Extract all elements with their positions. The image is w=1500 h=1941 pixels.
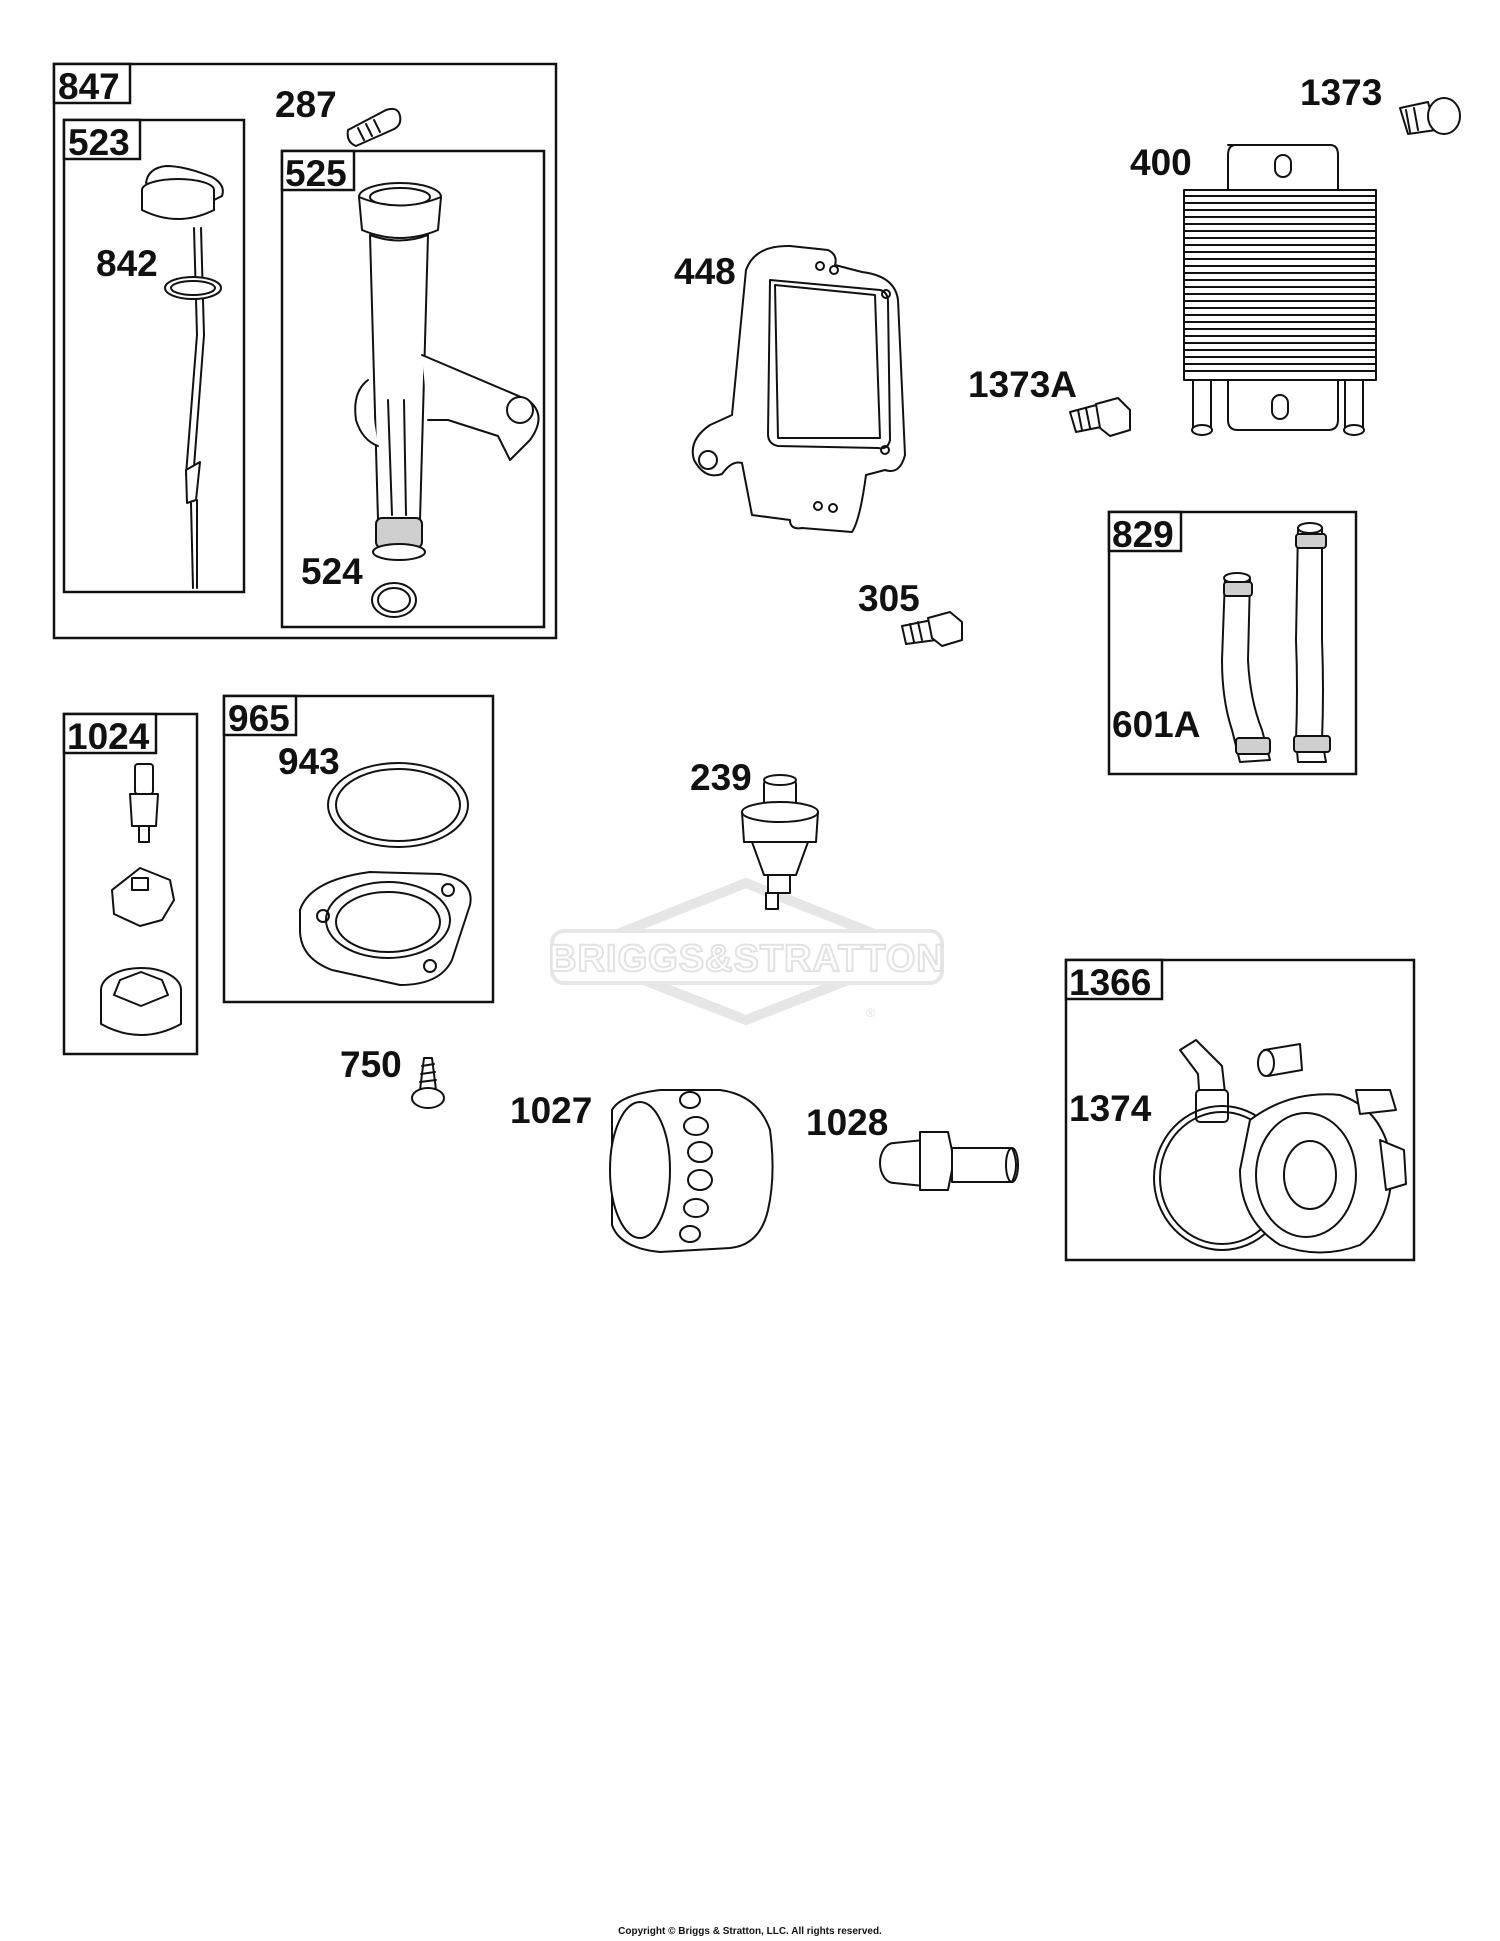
- gasket-448: [691, 244, 906, 533]
- watermark-brand-text: BRIGGS&STRATTON: [549, 938, 945, 980]
- kit-523-frame: [62, 118, 246, 594]
- label-287: 287: [275, 84, 337, 125]
- hose-601A: [1221, 522, 1331, 763]
- brand-watermark: BRIGGS&STRATTON ®: [548, 877, 945, 1026]
- oil-cooler-400: [1183, 144, 1377, 436]
- inner-rotor: [111, 867, 175, 927]
- label-1374: 1374: [1069, 1088, 1152, 1129]
- label-239: 239: [690, 757, 752, 798]
- kit-965-frame: [222, 694, 495, 1004]
- label-523: 523: [68, 122, 130, 163]
- kit-829-frame: [1107, 510, 1358, 776]
- label-943: 943: [278, 741, 340, 782]
- screw-305: [901, 611, 963, 647]
- label-847: 847: [58, 66, 120, 107]
- elbow-fitting: [1179, 1039, 1229, 1123]
- label-1373A: 1373A: [968, 364, 1077, 405]
- o-ring-943: [327, 762, 469, 848]
- label-525: 525: [285, 153, 347, 194]
- dipstick-tube-525: [354, 182, 540, 561]
- outer-rotor: [100, 967, 182, 1036]
- screw-287: [346, 107, 402, 147]
- kit-829: 829 601A: [1107, 510, 1358, 776]
- dipstick-523: [141, 165, 224, 589]
- label-750: 750: [340, 1044, 402, 1085]
- label-601A: 601A: [1112, 704, 1200, 745]
- label-448: 448: [674, 251, 736, 292]
- kit-1366: 1366 1374: [1064, 958, 1416, 1262]
- label-1024: 1024: [67, 716, 150, 757]
- kit-1366-frame: [1064, 958, 1416, 1262]
- label-305: 305: [858, 578, 920, 619]
- pump-cover-gasket: [299, 871, 472, 986]
- label-1027: 1027: [510, 1090, 592, 1131]
- label-965: 965: [228, 698, 290, 739]
- watermark-registered-mark: ®: [866, 1006, 875, 1020]
- label-1366: 1366: [1069, 962, 1151, 1003]
- kit-847-frame: [52, 62, 558, 640]
- label-842: 842: [96, 243, 158, 284]
- label-1373: 1373: [1300, 72, 1382, 113]
- kit-965: 965 943: [222, 694, 495, 1004]
- label-524: 524: [301, 551, 363, 592]
- screw-750: [411, 1057, 445, 1109]
- filter-adapter-1374: [1239, 1043, 1407, 1254]
- kit-525-frame: [280, 149, 546, 629]
- label-829: 829: [1112, 514, 1174, 555]
- filter-nipple-1028: [879, 1131, 1019, 1191]
- screw-1373: [1399, 97, 1461, 135]
- kit-847: 847 523 842 525: [52, 62, 558, 640]
- copyright-notice: Copyright © Briggs & Stratton, LLC. All …: [618, 1926, 882, 1937]
- label-1028: 1028: [806, 1102, 888, 1143]
- pump-shaft: [129, 763, 159, 843]
- oil-filter-1027: [609, 1089, 774, 1253]
- oil-pressure-switch-239: [741, 774, 819, 910]
- screw-1373A: [1069, 397, 1131, 437]
- label-400: 400: [1130, 142, 1192, 183]
- kit-1024: 1024: [62, 712, 199, 1056]
